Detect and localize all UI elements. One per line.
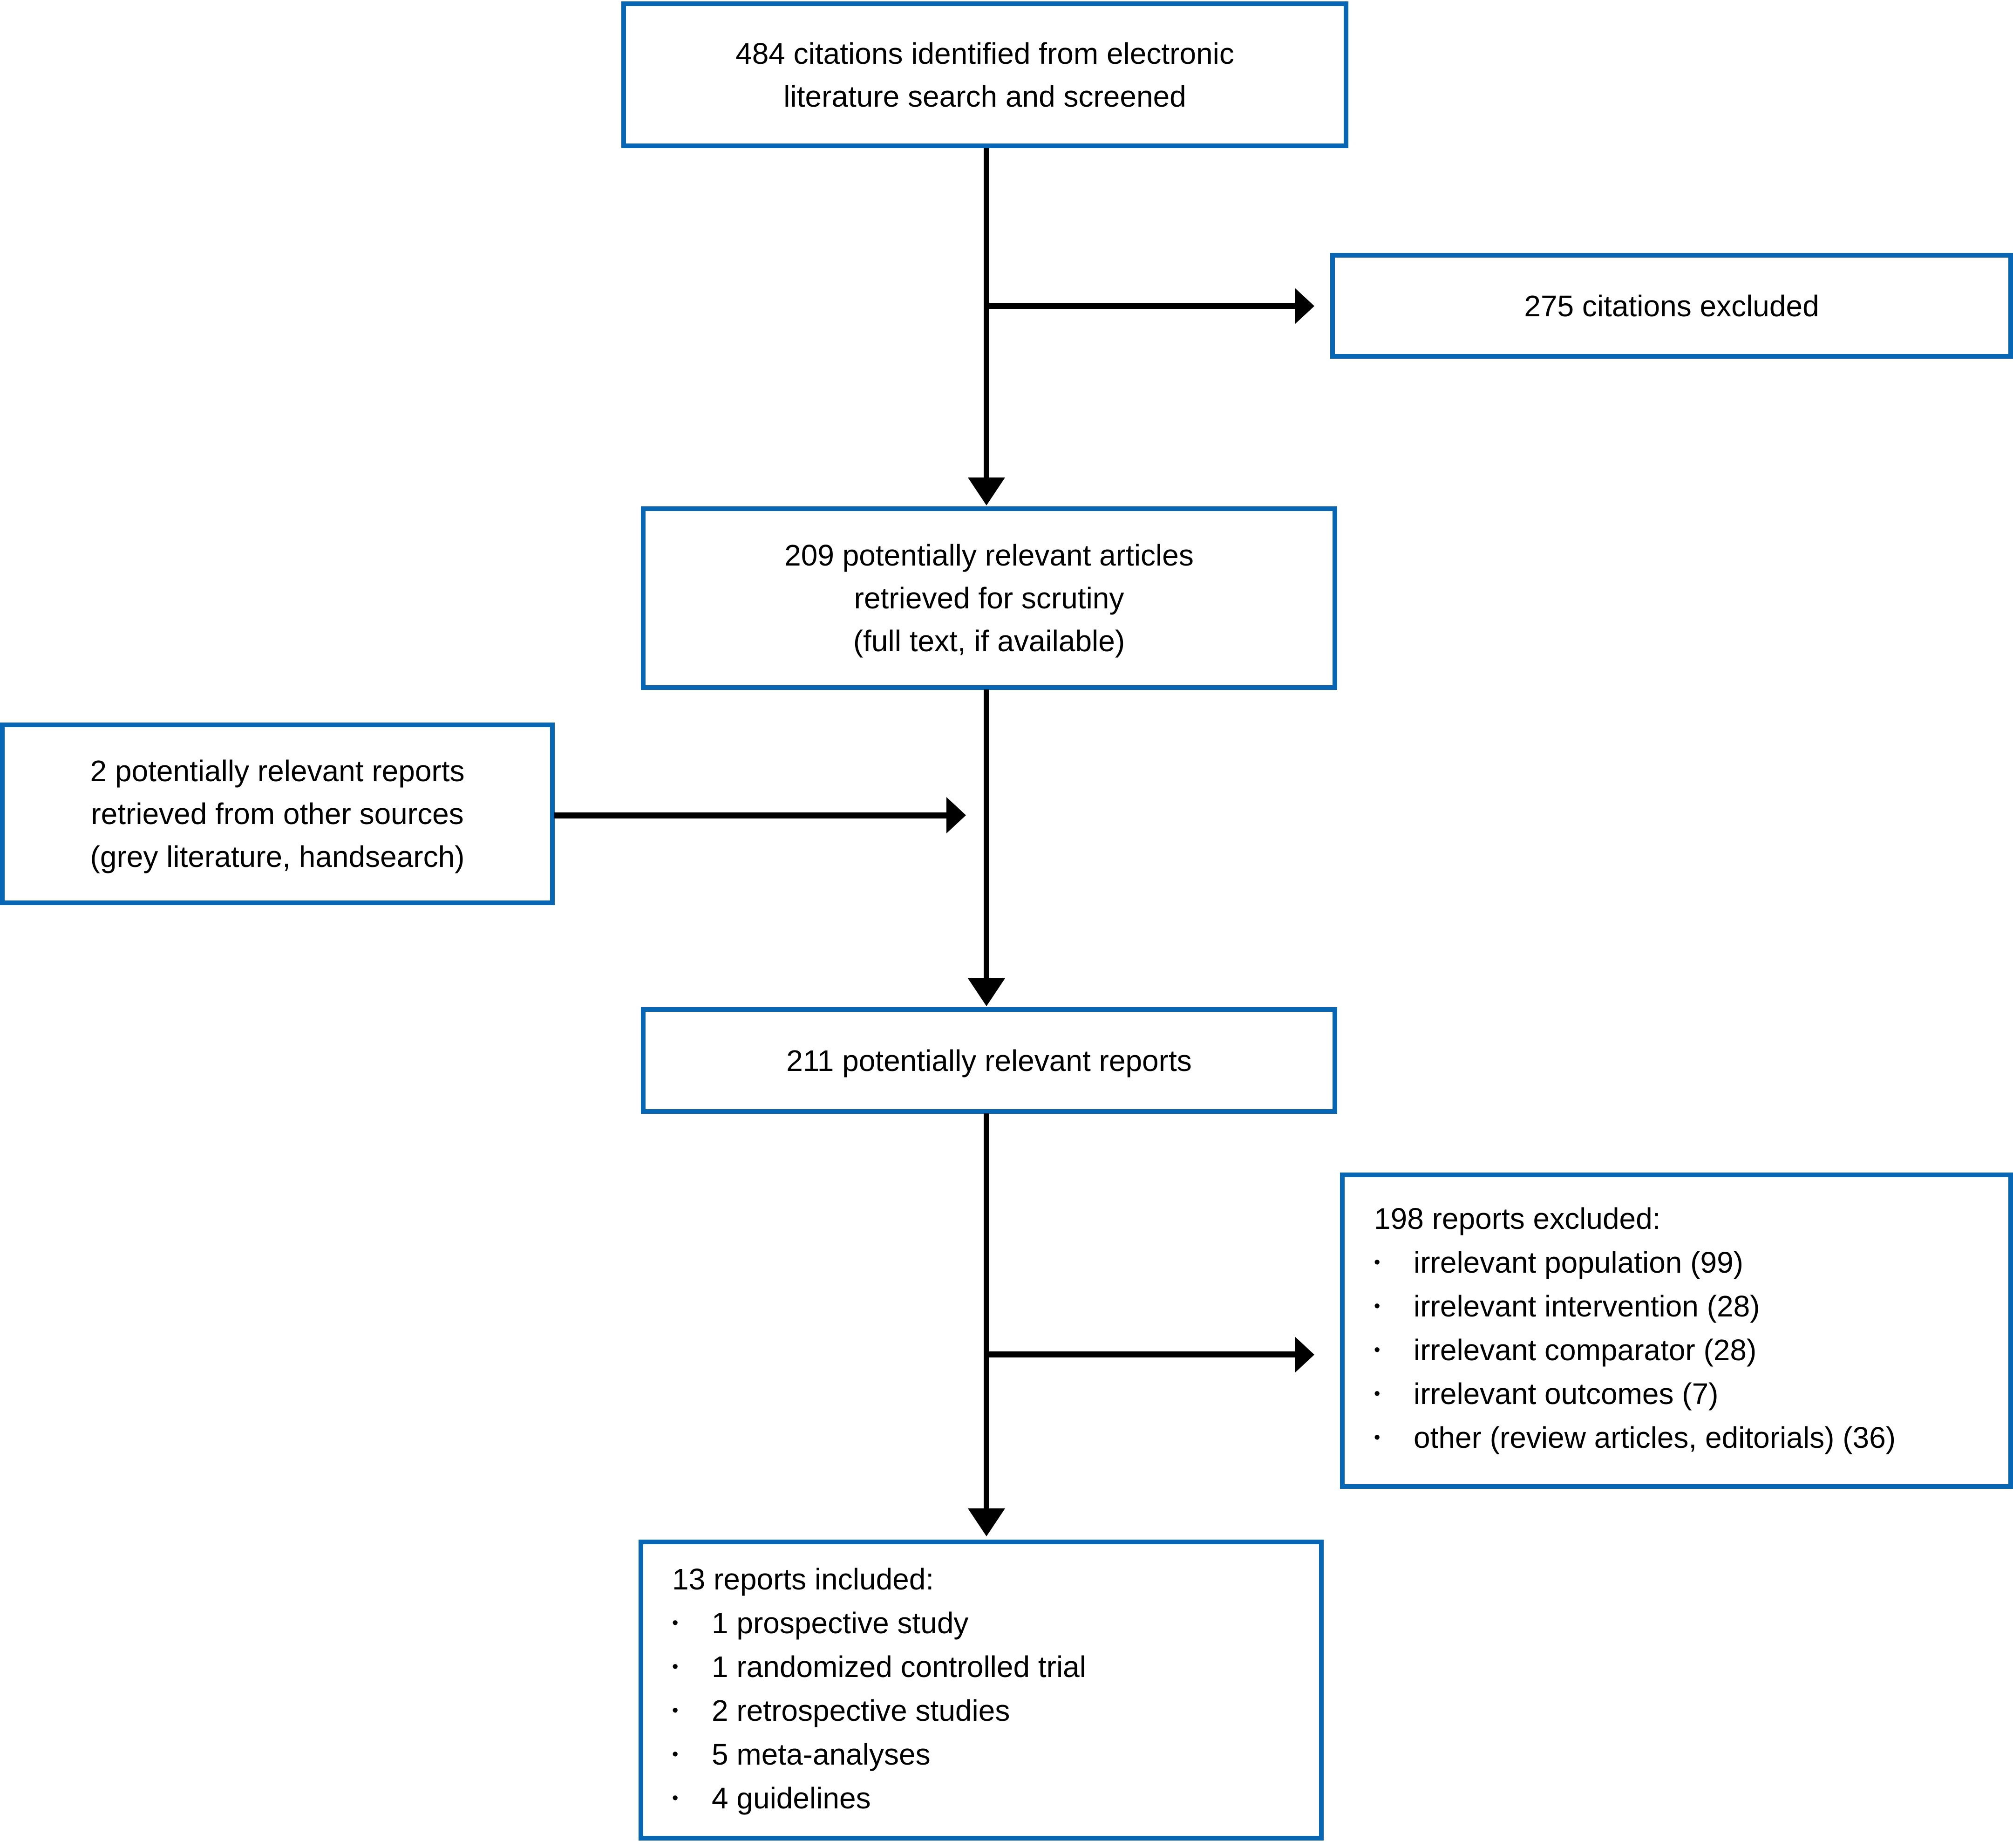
included-item-label: 2 retrospective studies <box>712 1694 1010 1727</box>
list-item: • irrelevant comparator (28) <box>1374 1328 1994 1372</box>
included-reports-title: 13 reports included: <box>672 1562 934 1596</box>
arrowhead-down-icon <box>968 978 1005 1006</box>
included-item-label: 4 guidelines <box>712 1781 871 1815</box>
list-item: • 1 randomized controlled trial <box>672 1645 1305 1689</box>
included-item-label: 1 prospective study <box>712 1606 969 1640</box>
connector-to-citations-excluded <box>984 303 1295 309</box>
list-item: • 4 guidelines <box>672 1776 1305 1820</box>
bullet-icon: • <box>672 1613 679 1633</box>
connector-identified-to-retrieved <box>984 148 989 478</box>
list-item: • irrelevant population (99) <box>1374 1241 1994 1284</box>
box-other-sources: 2 potentially relevant reports retrieved… <box>0 723 555 905</box>
excluded-item-label: irrelevant intervention (28) <box>1414 1289 1760 1323</box>
included-item-label: 5 meta-analyses <box>712 1738 931 1771</box>
list-item: • irrelevant outcomes (7) <box>1374 1372 1994 1416</box>
arrowhead-right-icon <box>1295 288 1314 324</box>
connector-other-sources-to-flow <box>554 812 946 818</box>
bullet-icon: • <box>672 1657 679 1677</box>
bullet-icon: • <box>1374 1253 1381 1272</box>
arrowhead-right-icon <box>1295 1337 1314 1373</box>
box-reports-included: 13 reports included: • 1 prospective stu… <box>639 1540 1324 1841</box>
bullet-icon: • <box>672 1701 679 1720</box>
arrowhead-down-icon <box>968 1508 1005 1536</box>
box-reports-excluded: 198 reports excluded: • irrelevant popul… <box>1340 1173 2013 1489</box>
list-item: • 1 prospective study <box>672 1601 1305 1645</box>
included-item-label: 1 randomized controlled trial <box>712 1650 1086 1684</box>
bullet-icon: • <box>672 1745 679 1764</box>
list-item: • irrelevant intervention (28) <box>1374 1284 1994 1328</box>
box-combined-reports: 211 potentially relevant reports <box>641 1007 1337 1114</box>
excluded-item-label: irrelevant comparator (28) <box>1414 1333 1757 1367</box>
box-citations-excluded: 275 citations excluded <box>1330 253 2013 359</box>
connector-combined-to-included <box>984 1113 989 1508</box>
bullet-icon: • <box>1374 1384 1381 1404</box>
arrowhead-right-icon <box>946 797 966 833</box>
excluded-item-label: irrelevant population (99) <box>1414 1246 1743 1279</box>
bullet-icon: • <box>1374 1296 1381 1316</box>
box-articles-retrieved: 209 potentially relevant articles retrie… <box>641 506 1337 690</box>
excluded-item-label: irrelevant outcomes (7) <box>1414 1377 1719 1411</box>
arrowhead-down-icon <box>968 477 1005 505</box>
excluded-item-label: other (review articles, editorials) (36) <box>1414 1421 1896 1454</box>
connector-to-reports-excluded <box>984 1351 1295 1357</box>
list-item: • other (review articles, editorials) (3… <box>1374 1416 1994 1459</box>
connector-retrieved-to-combined <box>984 689 989 978</box>
bullet-icon: • <box>672 1788 679 1808</box>
bullet-icon: • <box>1374 1340 1381 1360</box>
excluded-reports-title: 198 reports excluded: <box>1374 1202 1661 1235</box>
list-item: • 5 meta-analyses <box>672 1732 1305 1776</box>
list-item: • 2 retrospective studies <box>672 1689 1305 1732</box>
box-citations-identified: 484 citations identified from electronic… <box>621 1 1348 148</box>
bullet-icon: • <box>1374 1428 1381 1447</box>
